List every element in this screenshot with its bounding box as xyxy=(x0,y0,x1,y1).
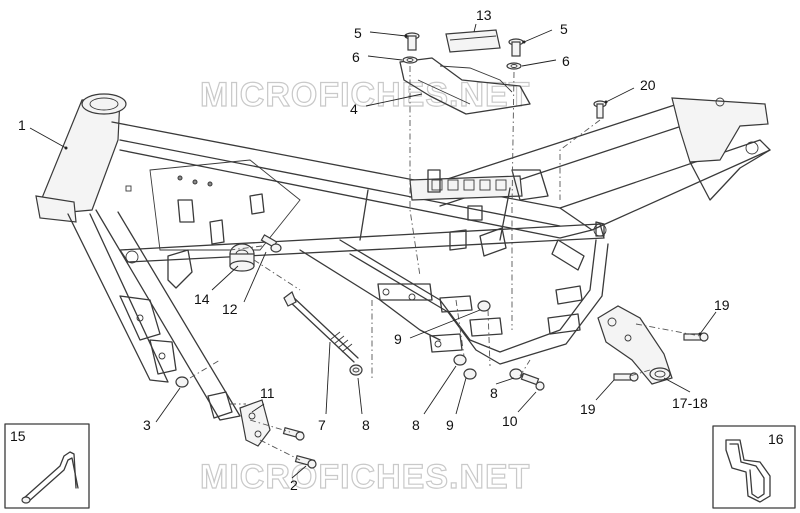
callout-12: 12 xyxy=(222,301,238,317)
nut-3 xyxy=(175,376,189,388)
watermark-bottom: MICROFICHES.NET xyxy=(200,458,530,496)
callout-5-right: 5 xyxy=(560,21,568,37)
callout-4: 4 xyxy=(350,101,358,117)
callout-6-right: 6 xyxy=(562,53,570,69)
callout-8-center: 8 xyxy=(412,417,420,433)
inset-16 xyxy=(712,425,796,509)
callout-19-lower: 19 xyxy=(580,401,596,417)
callout-3: 3 xyxy=(143,417,151,433)
engine-mount-plates xyxy=(377,227,585,353)
callout-8-left: 8 xyxy=(362,417,370,433)
callout-7: 7 xyxy=(318,417,326,433)
leader-lines xyxy=(29,23,717,479)
nut-8-center xyxy=(453,354,545,391)
nut-8-left xyxy=(349,364,363,376)
callout-1: 1 xyxy=(18,117,26,133)
callout-14: 14 xyxy=(194,291,210,307)
rubber-pad xyxy=(445,29,501,53)
bolt-19-lower xyxy=(613,372,639,382)
callout-2: 2 xyxy=(290,477,298,493)
bolt-2 xyxy=(282,427,317,469)
callout-10: 10 xyxy=(502,413,518,429)
bolt-19-upper xyxy=(683,332,709,342)
callout-17-18: 17-18 xyxy=(672,395,708,411)
side-stand-bracket xyxy=(597,305,673,385)
leader-arrows xyxy=(64,34,702,336)
callout-9-upper: 9 xyxy=(394,331,402,347)
rubber-bush-14 xyxy=(229,243,255,272)
callout-labels: 1 2 3 4 5 5 6 6 7 8 8 8 9 9 10 11 12 13 … xyxy=(10,7,784,493)
callout-11: 11 xyxy=(260,385,275,401)
screw-right xyxy=(506,38,524,70)
callout-16: 16 xyxy=(768,431,784,447)
callout-9-lower: 9 xyxy=(446,417,454,433)
callout-20: 20 xyxy=(640,77,656,93)
assembly-lines xyxy=(189,66,701,461)
main-frame xyxy=(35,93,771,421)
long-bolt-7 xyxy=(283,291,359,363)
nut-9-upper xyxy=(477,300,491,312)
screw-20 xyxy=(593,100,607,119)
screw-left xyxy=(402,32,420,64)
callout-19-upper: 19 xyxy=(714,297,730,313)
callout-5-left: 5 xyxy=(354,25,362,41)
callout-13: 13 xyxy=(476,7,492,23)
bracket-11 xyxy=(239,399,271,447)
inset-15 xyxy=(4,423,90,509)
tank-bracket xyxy=(399,57,531,115)
callout-8-right: 8 xyxy=(490,385,498,401)
callout-15: 15 xyxy=(10,428,26,444)
bolt-12 xyxy=(260,234,282,253)
callout-6-left: 6 xyxy=(352,49,360,65)
